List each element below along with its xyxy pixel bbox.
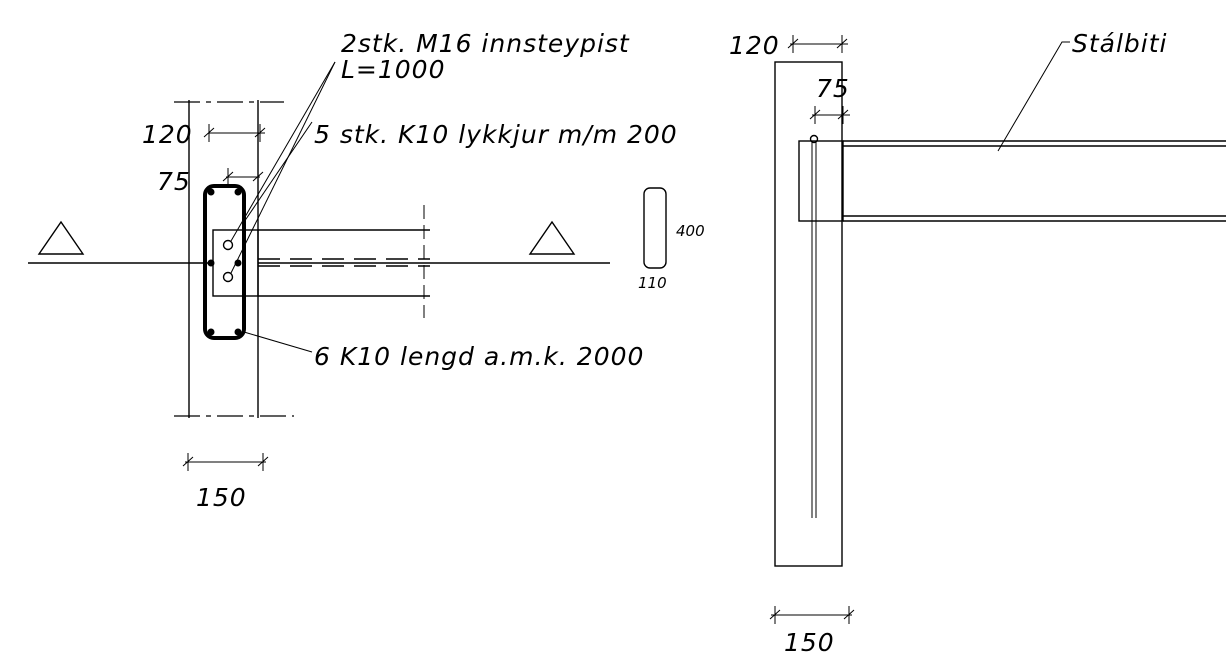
dim-tick: [254, 127, 266, 138]
stirrup-outline: [203, 184, 246, 340]
leader-anchor-2: [230, 61, 336, 274]
dim-tick: [257, 456, 269, 467]
level-triangle-left: [37, 220, 85, 255]
rebar-dot: [234, 328, 242, 336]
dim-tick: [787, 38, 799, 49]
dim-tick: [843, 609, 855, 620]
dim-label-75: 75: [157, 167, 191, 196]
leader-anchor-1: [230, 61, 336, 242]
dim-label-120: 120: [142, 120, 193, 149]
note-anchor-length: L=1000: [341, 55, 446, 84]
dim-label-120-right: 120: [729, 31, 780, 60]
leader-beam: [997, 41, 1070, 152]
level-triangle-right: [528, 220, 576, 255]
dim-tick: [769, 609, 781, 620]
leader-stirrups: [243, 121, 313, 223]
note-anchor-bolts: 2stk. M16 innsteypist: [341, 29, 630, 58]
note-stirrups: 5 stk. K10 lykkjur m/m 200: [314, 120, 678, 149]
dim-tick: [837, 109, 849, 120]
note-longitudinal-bars: 6 K10 lengd a.m.k. 2000: [314, 342, 644, 371]
dim-label-150-right: 150: [784, 628, 835, 657]
dim-label-150: 150: [196, 483, 247, 512]
right-elevation-view: Stálbiti 120 75 150: [729, 29, 1226, 657]
beam-end-plate: [798, 140, 844, 222]
anchor-bolt: [222, 271, 234, 283]
leader-bars: [243, 331, 313, 353]
stirrup-height-label: 400: [676, 222, 705, 240]
rebar-dot: [207, 259, 215, 267]
dim-tick: [203, 127, 215, 138]
dim-tick: [182, 456, 194, 467]
stirrup-width-label: 110: [638, 274, 667, 292]
dim-tick: [252, 171, 264, 182]
beam-label: Stálbiti: [1072, 29, 1168, 58]
rebar-dot: [234, 188, 242, 196]
rebar-dot: [207, 188, 215, 196]
stirrup-detail: 400 110: [638, 187, 705, 292]
rebar-dot: [207, 328, 215, 336]
left-section-view: 120 75 150 2stk. M16 innsteypist L=1000 …: [28, 29, 678, 512]
column-elevation: [774, 61, 843, 567]
dim-tick: [809, 109, 821, 120]
dim-tick: [222, 171, 234, 182]
stirrup-detail-shape: [643, 187, 667, 269]
dim-tick: [836, 38, 848, 49]
anchor-bolt: [222, 239, 234, 251]
dim-label-75-right: 75: [816, 74, 850, 103]
anchor-bolt-head: [809, 134, 819, 144]
